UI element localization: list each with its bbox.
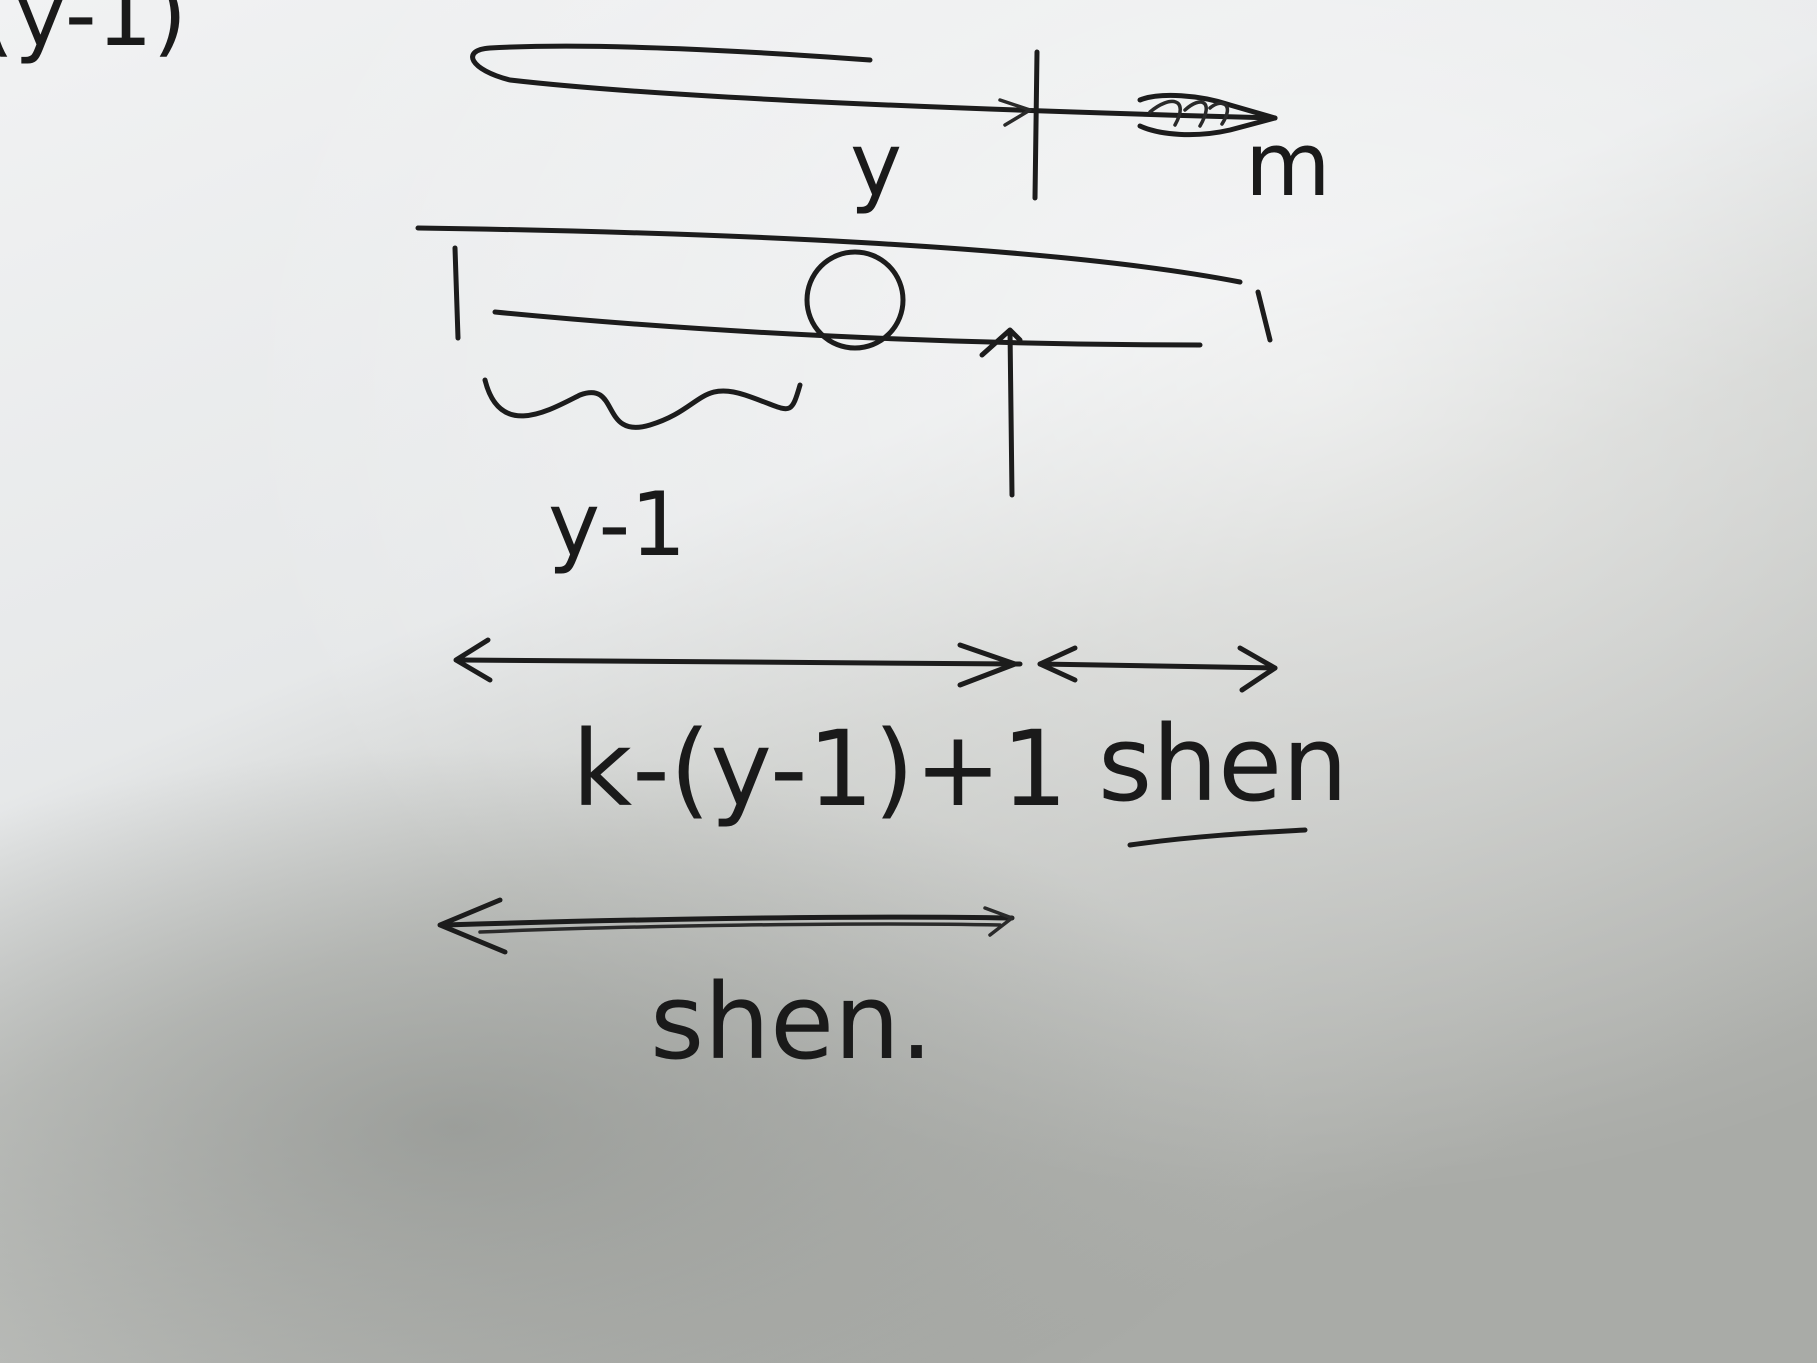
right-double-arrow-tail [1037,645,1078,683]
top-mini-arrow [998,98,1032,127]
shen-right-label: shen [1098,703,1348,825]
bottom-left-arrow-head [437,897,508,955]
top-arrow-scribble [1148,99,1230,128]
left-double-arrow [457,657,1023,667]
right-double-arrow-head [1237,645,1278,693]
top-vertical-tick [1032,49,1040,201]
position-circle [804,249,906,351]
bottom-left-arrow [442,914,1015,928]
shen-bottom-label: shen. [650,961,933,1083]
paper-shadow [0,520,1817,1363]
bottom-right-end [983,906,1014,937]
position-marker [979,327,1023,498]
label-m: m [1245,113,1331,216]
left-double-arrow-tail [453,637,493,683]
right-double-arrow [1037,661,1278,671]
wavy-brace [482,377,803,430]
lower-long-line [492,309,1203,348]
right-bracket [1255,289,1273,343]
corner-fragment-label: (y-1) [0,0,187,66]
top-arrowhead [1137,92,1278,138]
bottom-left-arrow-double [478,922,1002,934]
left-bracket [452,245,461,341]
top-loop-arrow [470,43,1278,121]
formula-label: k-(y-1)+1 [572,708,1068,830]
left-double-arrow-head [957,642,1018,688]
upper-long-line [415,225,1243,285]
label-y: y [850,113,902,216]
shen-underline [1127,827,1308,848]
label-y-minus-1: y-1 [548,473,686,576]
